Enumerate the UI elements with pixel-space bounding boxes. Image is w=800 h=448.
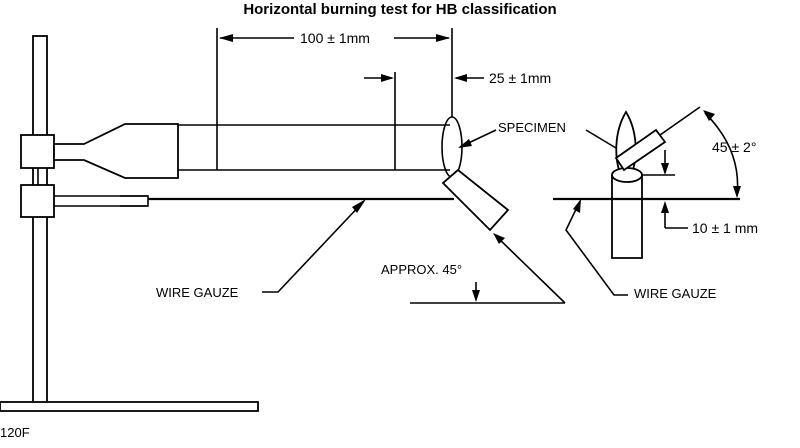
label-approx-45: APPROX. 45° — [381, 262, 462, 277]
stand-base — [0, 401, 259, 412]
label-wire-gauze-right: WIRE GAUZE — [634, 286, 717, 301]
upper-clamp — [20, 134, 55, 169]
label-25mm: 25 ± 1mm — [489, 70, 551, 86]
approx-45-angle: APPROX. 45° — [381, 233, 566, 304]
label-specimen: SPECIMEN — [498, 120, 566, 135]
specimen-callout: SPECIMEN — [458, 120, 617, 149]
vertical-view — [553, 110, 740, 259]
specimen-end — [441, 116, 463, 178]
burner-vertical — [611, 175, 643, 259]
specimen-holder — [53, 123, 179, 179]
horizontal-specimen — [178, 116, 463, 178]
specimen-tilted — [614, 128, 667, 172]
angle-45-right: 45 ± 2° — [659, 106, 756, 198]
dimension-25mm: 25 ± 1mm — [364, 70, 551, 125]
label-100mm: 100 ± 1mm — [300, 30, 370, 46]
wire-gauze-left-callout: WIRE GAUZE — [156, 199, 366, 300]
label-angle-45: 45 ± 2° — [712, 139, 756, 155]
diagram-title: Horizontal burning test for HB classific… — [243, 1, 556, 18]
wire-gauze-right-callout: WIRE GAUZE — [565, 199, 717, 301]
burner-tilted — [441, 168, 510, 232]
dimension-10mm: 10 ± 1 mm — [642, 150, 758, 236]
figure-code: 120F — [0, 425, 30, 440]
dimension-100mm: 100 ± 1mm — [216, 28, 453, 125]
label-wire-gauze-left: WIRE GAUZE — [156, 285, 239, 300]
holder-clamp — [53, 123, 179, 179]
label-10mm: 10 ± 1 mm — [692, 220, 758, 236]
stand-rod — [32, 35, 48, 409]
lower-clamp — [20, 184, 55, 218]
ring-stand — [0, 35, 259, 412]
